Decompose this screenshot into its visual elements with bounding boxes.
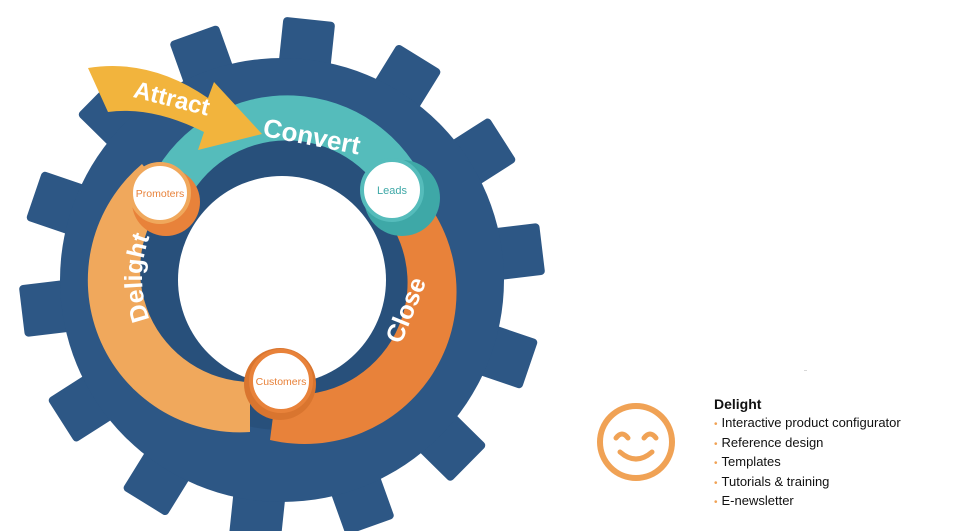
bullet-icon: • [714,458,718,469]
bullet-icon: • [714,497,718,508]
delight-list: Delight •Interactive product configurato… [714,396,901,512]
delight-title: Delight [714,396,762,412]
list-item: •Reference design [714,434,901,454]
list-item: •E-newsletter [714,492,901,512]
smiley-face-icon [597,403,675,481]
list-item-text: Templates [721,454,781,469]
list-item: •Interactive product configurator [714,414,901,434]
promoters-label: Promoters [136,188,184,200]
list-item-text: Interactive product configurator [721,415,901,430]
stray-dot [804,370,807,371]
list-item: •Tutorials & training [714,473,901,493]
bullet-icon: • [714,477,718,489]
bullet-icon: • [714,419,718,430]
list-item-text: E-newsletter [721,493,794,508]
flywheel-diagram: Attract Convert Delight Close Promoters … [19,17,545,531]
customers-node: Customers [244,348,316,420]
inner-hole [178,176,386,384]
delight-items: •Interactive product configurator•Refere… [714,414,901,512]
close-segment [270,198,457,444]
attract-arrow [88,66,262,150]
bullet-icon: • [714,438,718,450]
leads-node: Leads [360,158,440,236]
delight-segment [87,164,250,433]
list-item-text: Tutorials & training [721,473,830,489]
delight-panel: Delight •Interactive product configurato… [596,388,966,518]
customers-label: Customers [256,376,307,388]
list-item-text: Reference design [721,434,824,450]
leads-label: Leads [377,185,407,197]
list-item: •Templates [714,453,901,473]
promoters-node: Promoters [129,162,200,236]
